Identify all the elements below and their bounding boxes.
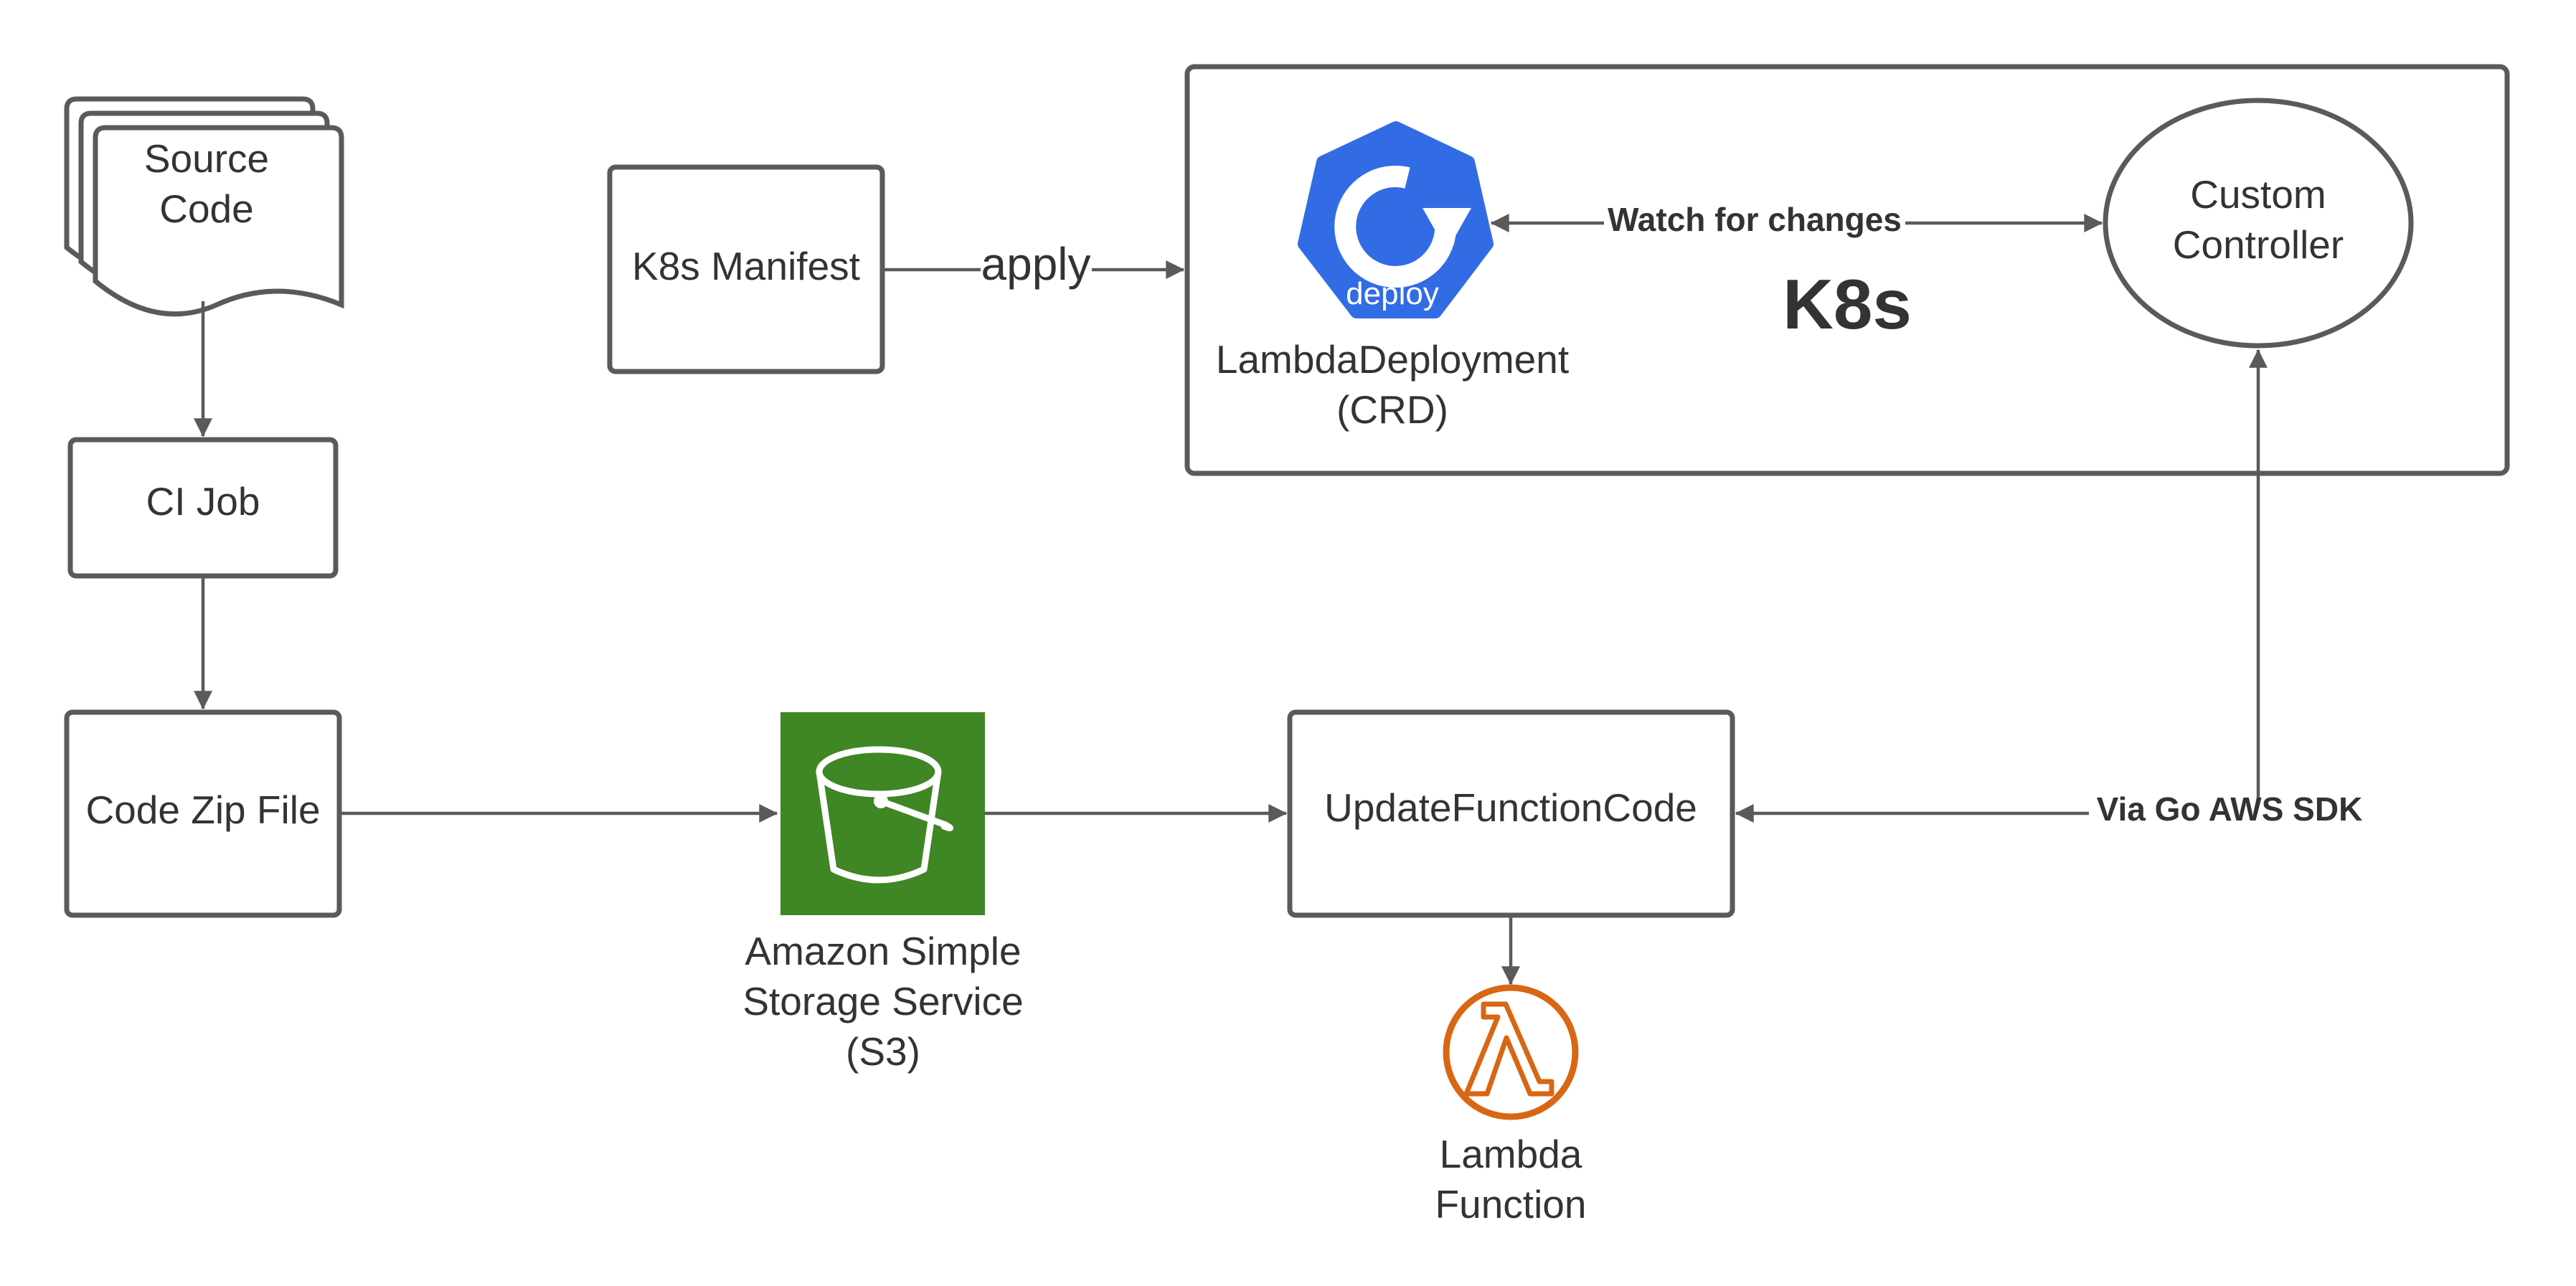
s3-bucket-knob — [874, 794, 888, 808]
lambda-function-label-line1: Lambda — [1440, 1132, 1582, 1176]
edge-sdk-label: Via Go AWS SDK — [2097, 790, 2363, 828]
custom-controller-ellipse — [2103, 98, 2414, 349]
deploy-icon-text: deploy — [1346, 276, 1439, 311]
s3-label-line1: Amazon Simple — [745, 929, 1021, 973]
update-function-code-box — [1287, 709, 1735, 918]
s3-bucket-handle — [877, 798, 953, 832]
k8s-manifest-node: K8s Manifest — [607, 164, 885, 374]
custom-controller-label-line1: Custom — [2190, 172, 2326, 217]
custom-controller-node: Custom Controller — [2103, 98, 2414, 349]
lambda-deployment-label-line2: (CRD) — [1336, 387, 1448, 432]
k8s-manifest-box — [607, 164, 885, 374]
custom-controller-label-line2: Controller — [2173, 222, 2344, 267]
k8s-cluster-label: K8s — [1783, 265, 1912, 344]
source-code-label-line1: Source — [144, 136, 269, 181]
code-zip-label: Code Zip File — [85, 788, 320, 832]
s3-label-line3: (S3) — [846, 1029, 920, 1074]
edge-apply-label: apply — [981, 238, 1091, 290]
s3-icon — [780, 712, 985, 915]
lambda-function-label-line2: Function — [1435, 1182, 1587, 1226]
edge-watch-label: Watch for changes — [1608, 201, 1902, 238]
source-code-label-line2: Code — [159, 186, 253, 231]
update-function-code-node: UpdateFunctionCode — [1287, 709, 1735, 918]
update-function-code-label: UpdateFunctionCode — [1324, 785, 1697, 830]
document-stack-front — [93, 125, 344, 317]
s3-node: Amazon Simple Storage Service (S3) — [742, 712, 1024, 1074]
lambda-deployment-label-line1: LambdaDeployment — [1216, 337, 1569, 382]
ci-job-label: CI Job — [146, 479, 260, 524]
lambda-deployment-node: deploy LambdaDeployment (CRD) — [1216, 121, 1569, 432]
deploy-icon-arrowhead — [1423, 208, 1471, 251]
ci-job-box — [67, 437, 339, 579]
k8s-manifest-label: K8s Manifest — [632, 244, 860, 288]
source-code-node: Source Code — [64, 96, 344, 317]
s3-label-line2: Storage Service — [742, 979, 1023, 1023]
code-zip-node: Code Zip File — [64, 709, 342, 918]
s3-bucket-body — [816, 771, 942, 884]
lambda-symbol — [1463, 1001, 1554, 1097]
deploy-icon-circular-arrow — [1334, 166, 1456, 288]
code-zip-box — [64, 709, 342, 918]
lambda-function-node: Lambda Function — [1435, 984, 1587, 1226]
ci-job-node: CI Job — [67, 437, 339, 579]
